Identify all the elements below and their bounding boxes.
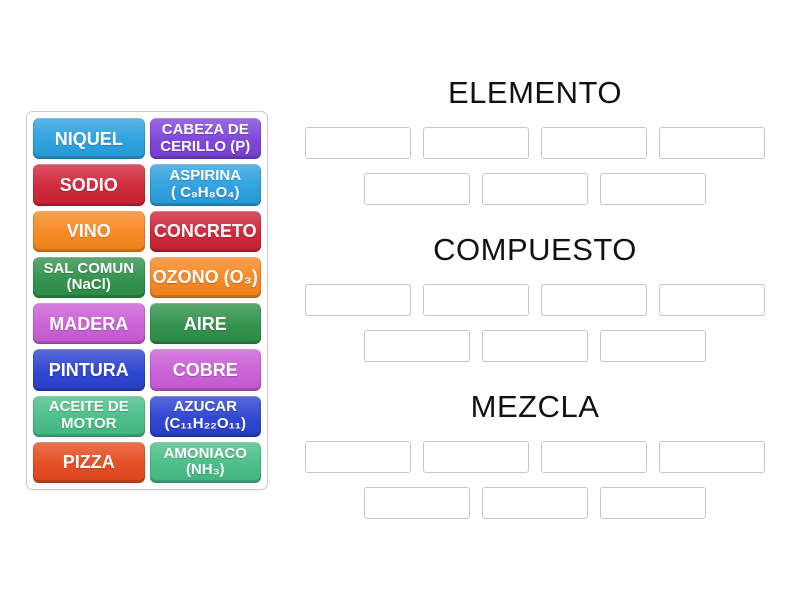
slot-row bbox=[305, 441, 765, 473]
category-title-elemento: ELEMENTO bbox=[448, 75, 622, 110]
tile-panel: NIQUEL CABEZA DE CERILLO (P) SODIO ASPIR… bbox=[26, 111, 268, 490]
drop-slot[interactable] bbox=[600, 330, 706, 362]
tile-madera[interactable]: MADERA bbox=[33, 303, 145, 345]
slot-row bbox=[305, 127, 765, 159]
tile-azucar[interactable]: AZUCAR (C₁₁H₂₂O₁₁) bbox=[149, 395, 261, 437]
drop-slot[interactable] bbox=[482, 173, 588, 205]
tile-concreto[interactable]: CONCRETO bbox=[149, 210, 261, 252]
drop-slot[interactable] bbox=[423, 441, 529, 473]
category-compuesto: COMPUESTO bbox=[295, 232, 775, 362]
drop-slot[interactable] bbox=[659, 127, 765, 159]
tile-niquel[interactable]: NIQUEL bbox=[33, 118, 145, 160]
drop-slot[interactable] bbox=[423, 127, 529, 159]
drop-slot[interactable] bbox=[659, 284, 765, 316]
tile-cabeza-de-cerillo[interactable]: CABEZA DE CERILLO (P) bbox=[149, 118, 261, 160]
drop-slot[interactable] bbox=[541, 441, 647, 473]
drop-slot[interactable] bbox=[482, 487, 588, 519]
tile-pintura[interactable]: PINTURA bbox=[33, 349, 145, 391]
tile-amoniaco[interactable]: AMONIACO (NH₃) bbox=[149, 441, 261, 483]
drop-slot[interactable] bbox=[305, 127, 411, 159]
category-mezcla: MEZCLA bbox=[295, 389, 775, 519]
tile-pizza[interactable]: PIZZA bbox=[33, 441, 145, 483]
category-elemento: ELEMENTO bbox=[295, 75, 775, 205]
drop-slot[interactable] bbox=[305, 284, 411, 316]
drop-slot[interactable] bbox=[600, 487, 706, 519]
slot-row bbox=[364, 330, 706, 362]
category-title-compuesto: COMPUESTO bbox=[433, 232, 637, 267]
drop-slot[interactable] bbox=[600, 173, 706, 205]
drop-slot[interactable] bbox=[659, 441, 765, 473]
drop-slot[interactable] bbox=[541, 127, 647, 159]
tile-ozono[interactable]: OZONO (O₃) bbox=[149, 256, 261, 298]
drop-slot[interactable] bbox=[305, 441, 411, 473]
tile-aire[interactable]: AIRE bbox=[149, 303, 261, 345]
drop-slot[interactable] bbox=[423, 284, 529, 316]
tile-sal-comun[interactable]: SAL COMUN (NaCl) bbox=[33, 256, 145, 298]
drop-slot[interactable] bbox=[482, 330, 588, 362]
slot-row bbox=[364, 173, 706, 205]
drop-slot[interactable] bbox=[364, 487, 470, 519]
tile-cobre[interactable]: COBRE bbox=[149, 349, 261, 391]
tile-aceite-de-motor[interactable]: ACEITE DE MOTOR bbox=[33, 395, 145, 437]
slot-row bbox=[364, 487, 706, 519]
slot-row bbox=[305, 284, 765, 316]
drop-slot[interactable] bbox=[364, 173, 470, 205]
tile-aspirina[interactable]: ASPIRINA ( C₉H₈O₄) bbox=[149, 164, 261, 206]
drop-slot[interactable] bbox=[541, 284, 647, 316]
tile-vino[interactable]: VINO bbox=[33, 210, 145, 252]
tile-sodio[interactable]: SODIO bbox=[33, 164, 145, 206]
drop-slot[interactable] bbox=[364, 330, 470, 362]
category-title-mezcla: MEZCLA bbox=[470, 389, 600, 424]
